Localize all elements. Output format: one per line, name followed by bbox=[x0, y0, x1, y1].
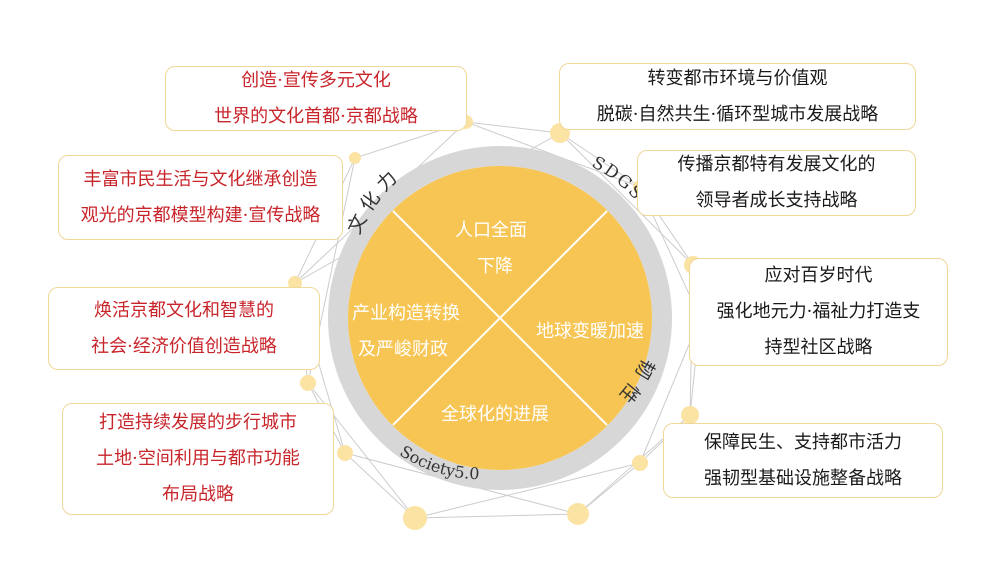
center-bottom: 全球化的进展 bbox=[441, 404, 549, 425]
strategy-line: 布局战略 bbox=[162, 484, 234, 505]
strategy-box-left-1: 创造·宣传多元文化 世界的文化首都·京都战略 bbox=[165, 66, 467, 131]
strategy-line: 保障民生、支持都市活力 bbox=[704, 431, 902, 453]
strategy-box-right-1: 转变都市环境与价值观 脱碳·自然共生·循环型城市发展战略 bbox=[559, 63, 916, 130]
strategy-line: 世界的文化首都·京都战略 bbox=[214, 105, 418, 127]
strategy-line: 强化地元力·福祉力打造支 bbox=[716, 301, 921, 322]
strategy-box-left-3: 焕活京都文化和智慧的 社会·经济价值创造战略 bbox=[48, 287, 320, 370]
strategy-line: 焕活京都文化和智慧的 bbox=[94, 299, 274, 321]
center-top-line-1: 人口全面 bbox=[455, 220, 527, 241]
center-top-line-2: 下降 bbox=[477, 256, 513, 277]
strategy-box-right-2: 传播京都特有发展文化的 领导者成长支持战略 bbox=[637, 150, 916, 216]
strategy-line: 转变都市环境与价值观 bbox=[647, 67, 828, 89]
center-left-line-2: 及严峻财政 bbox=[358, 339, 448, 360]
strategy-line: 打造持续发展的步行城市 bbox=[99, 412, 297, 433]
strategy-box-left-4: 打造持续发展的步行城市 土地·空间利用与都市功能 布局战略 bbox=[62, 403, 334, 515]
outer-ring bbox=[328, 146, 672, 490]
strategy-line: 丰富市民生活与文化继承创造 bbox=[83, 168, 318, 190]
strategy-box-right-4: 保障民生、支持都市活力 强韧型基础设施整备战略 bbox=[663, 423, 943, 498]
strategy-line: 观光的京都模型构建·宣传战略 bbox=[80, 204, 321, 226]
strategy-line: 领导者成长支持战略 bbox=[695, 190, 858, 211]
strategy-line: 土地·空间利用与都市功能 bbox=[96, 448, 300, 469]
strategy-line: 应对百岁时代 bbox=[764, 265, 873, 286]
strategy-box-right-3: 应对百岁时代 强化地元力·福祉力打造支 持型社区战略 bbox=[689, 258, 948, 366]
strategy-line: 持型社区战略 bbox=[764, 337, 873, 358]
strategy-line: 脱碳·自然共生·循环型城市发展战略 bbox=[596, 103, 879, 125]
center-right: 地球变暖加速 bbox=[536, 321, 644, 342]
center-left-line-1: 产业构造转换 bbox=[352, 303, 460, 324]
quadrant-dividers bbox=[392, 210, 608, 426]
strategy-line: 传播京都特有发展文化的 bbox=[677, 154, 876, 175]
strategy-line: 创造·宣传多元文化 bbox=[241, 69, 391, 91]
strategy-line: 社会·经济价值创造战略 bbox=[91, 335, 277, 357]
strategy-box-left-2: 丰富市民生活与文化继承创造 观光的京都模型构建·宣传战略 bbox=[58, 155, 343, 240]
strategy-line: 强韧型基础设施整备战略 bbox=[704, 467, 902, 489]
